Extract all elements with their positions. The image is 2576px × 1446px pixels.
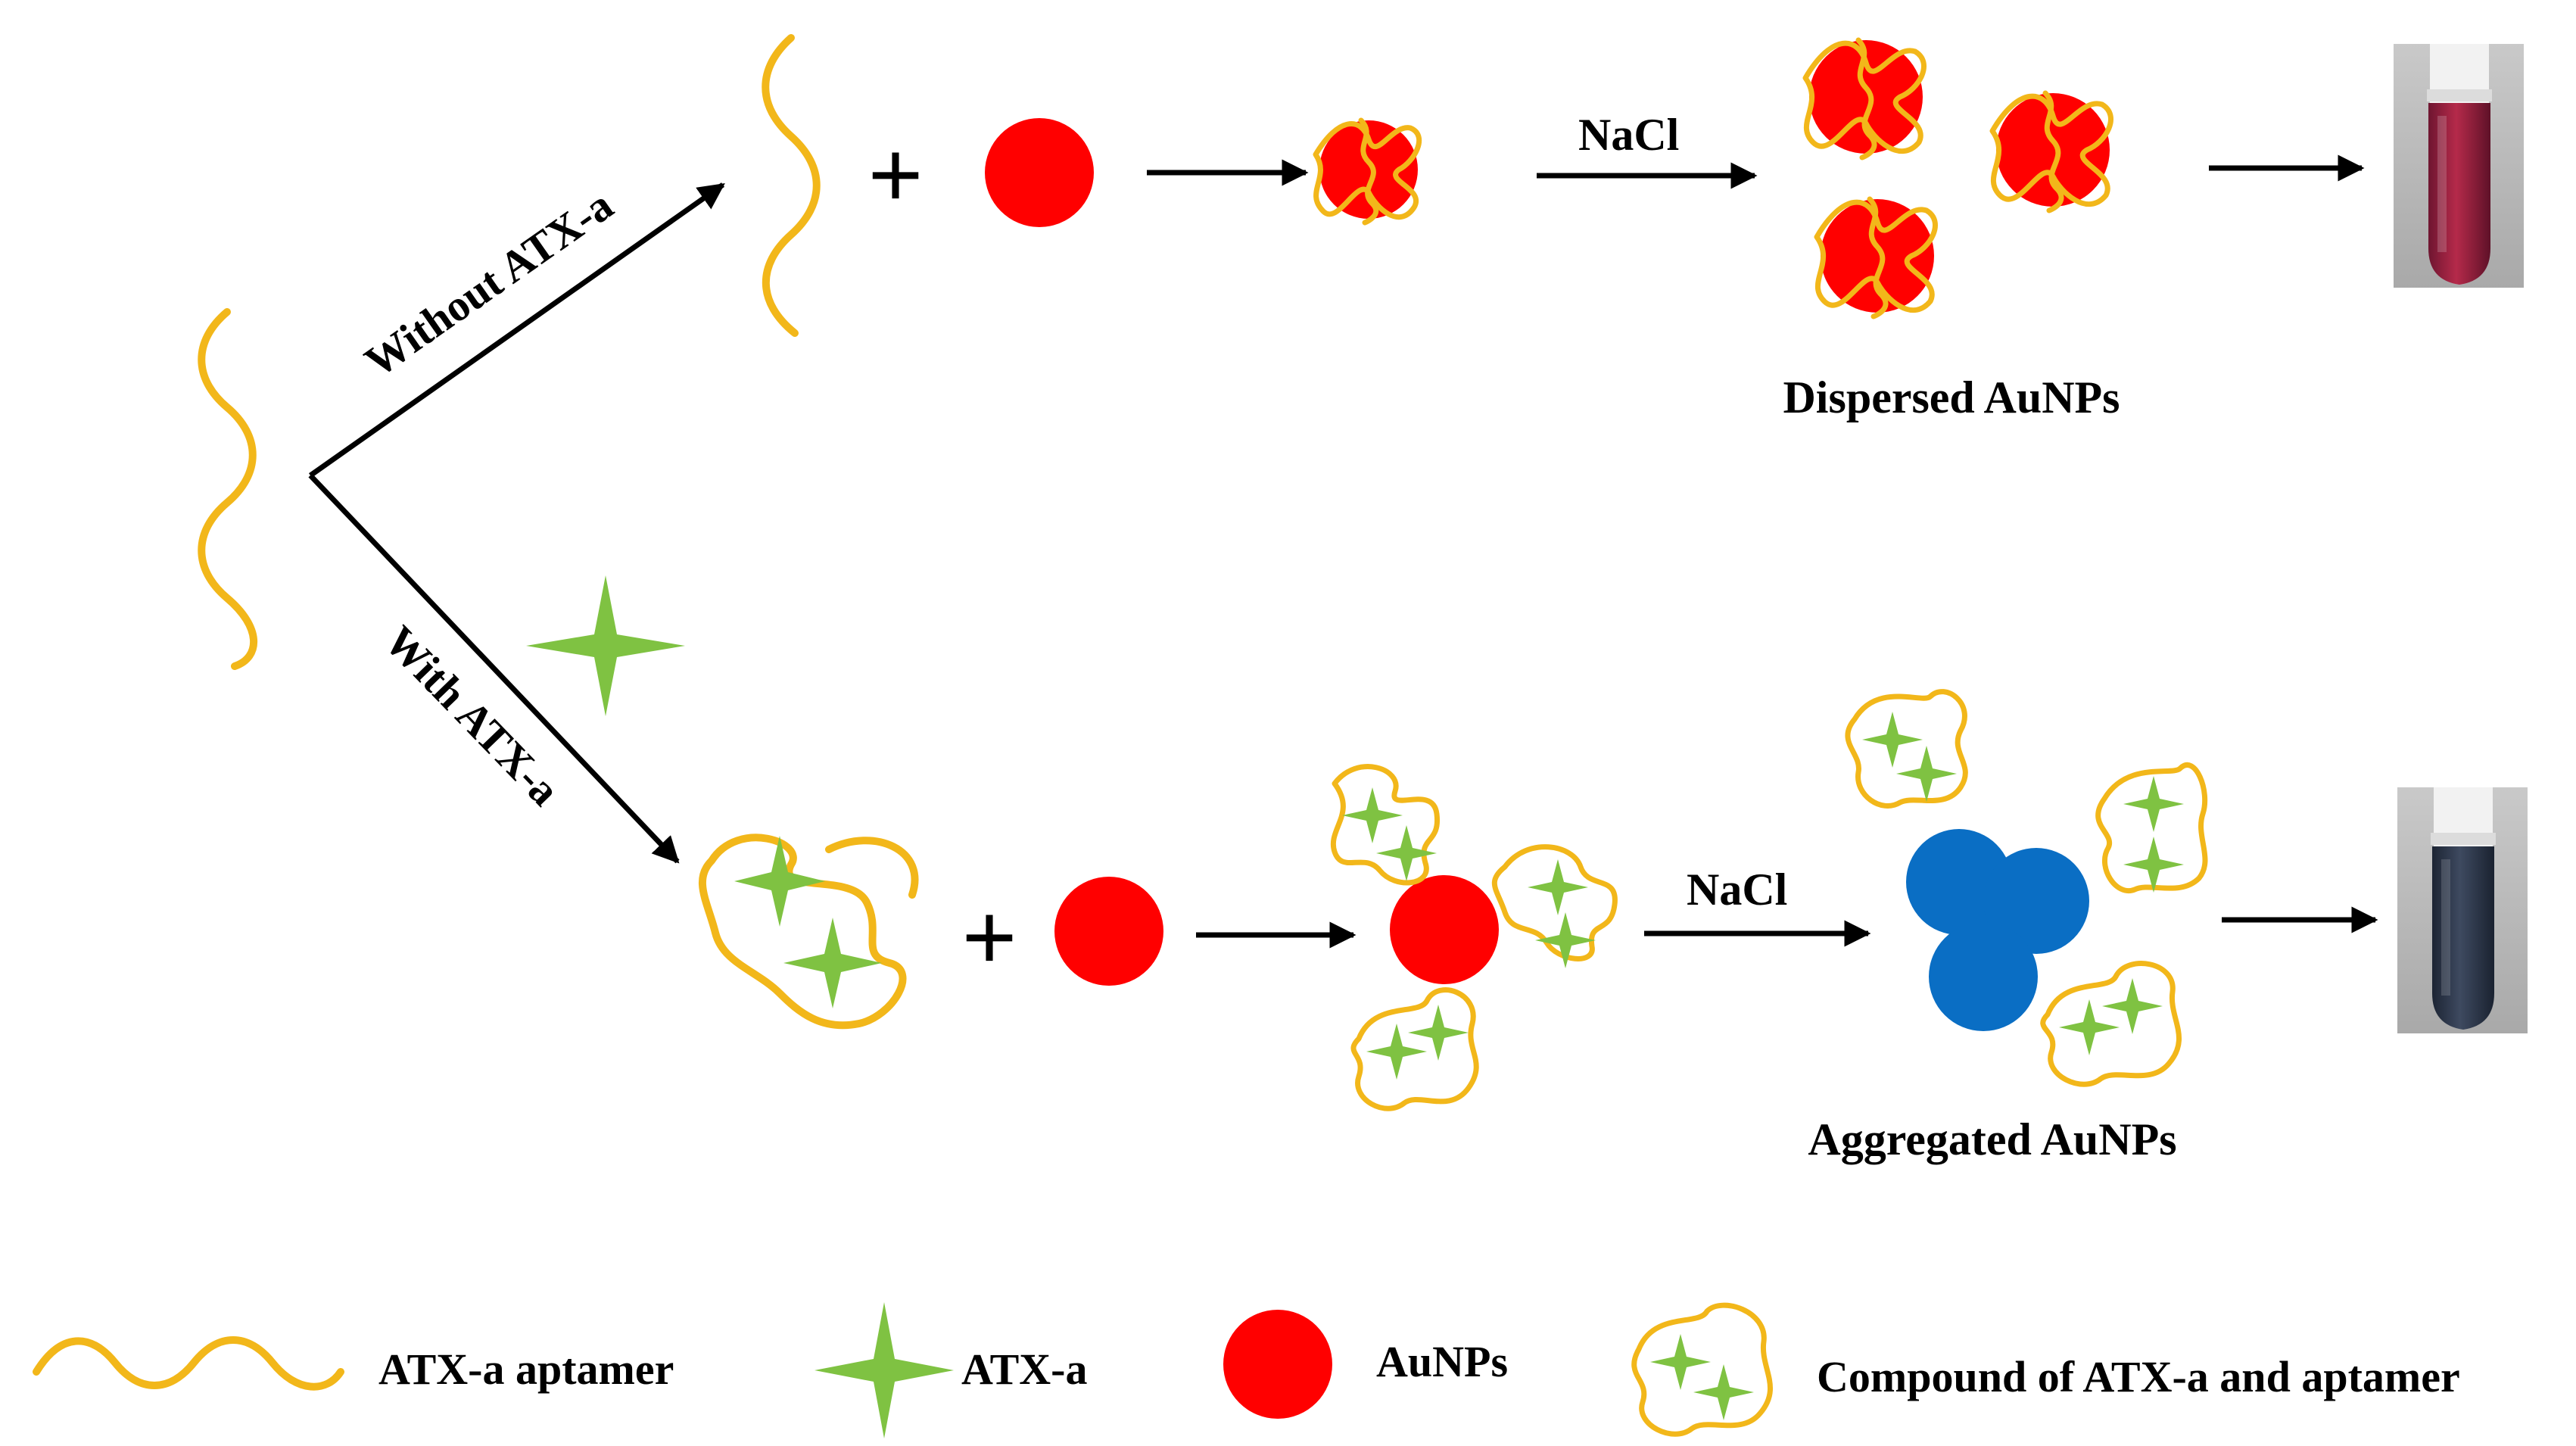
legend-compound-label: Compound of ATX-a and aptamer [1817, 1352, 2460, 1401]
legend-aptamer-label: ATX-a aptamer [378, 1345, 674, 1394]
aptamer-atx-complex [698, 834, 919, 1030]
compound-b [1491, 844, 1618, 968]
legend-aptamer-icon [33, 1336, 344, 1391]
dispersed-aunp-1 [1802, 37, 1927, 160]
aggregated-label: Aggregated AuNPs [1808, 1114, 2176, 1164]
plus-bottom: + [961, 883, 1017, 993]
dispersed-aunp-3 [1814, 196, 1938, 319]
initial-aptamer [198, 308, 257, 670]
compound-c [1350, 987, 1479, 1111]
compound-d [1845, 689, 1968, 809]
coated-aunp-top [1313, 117, 1422, 226]
vial-red [2394, 44, 2524, 288]
aunp-top [985, 118, 1094, 227]
nacl-top: NaCl [1578, 110, 1679, 160]
branch-arrow-top [308, 182, 725, 478]
vial-blue [2397, 787, 2528, 1033]
aunp-bottom [1054, 877, 1163, 986]
dispersed-label: Dispersed AuNPs [1783, 372, 2120, 422]
atx-star-free [526, 575, 685, 716]
dispersed-aunp-2 [1989, 90, 2113, 213]
branch-arrow-bottom [308, 473, 680, 864]
legend-aunp-icon [1223, 1310, 1332, 1419]
legend-atx-label: ATX-a [961, 1345, 1087, 1394]
compound-f [2040, 961, 2182, 1087]
compound-a [1330, 764, 1441, 886]
aunp-bare [1390, 875, 1499, 984]
nacl-bottom: NaCl [1687, 865, 1787, 915]
aptamer-top [762, 34, 821, 337]
legend-atx-icon [815, 1302, 954, 1438]
legend-compound-icon [1631, 1302, 1773, 1437]
legend-aunps-label: AuNPs [1376, 1337, 1508, 1386]
compound-e [2095, 762, 2208, 894]
aggregated-aunps [1906, 829, 2089, 1031]
plus-top: + [867, 121, 924, 230]
